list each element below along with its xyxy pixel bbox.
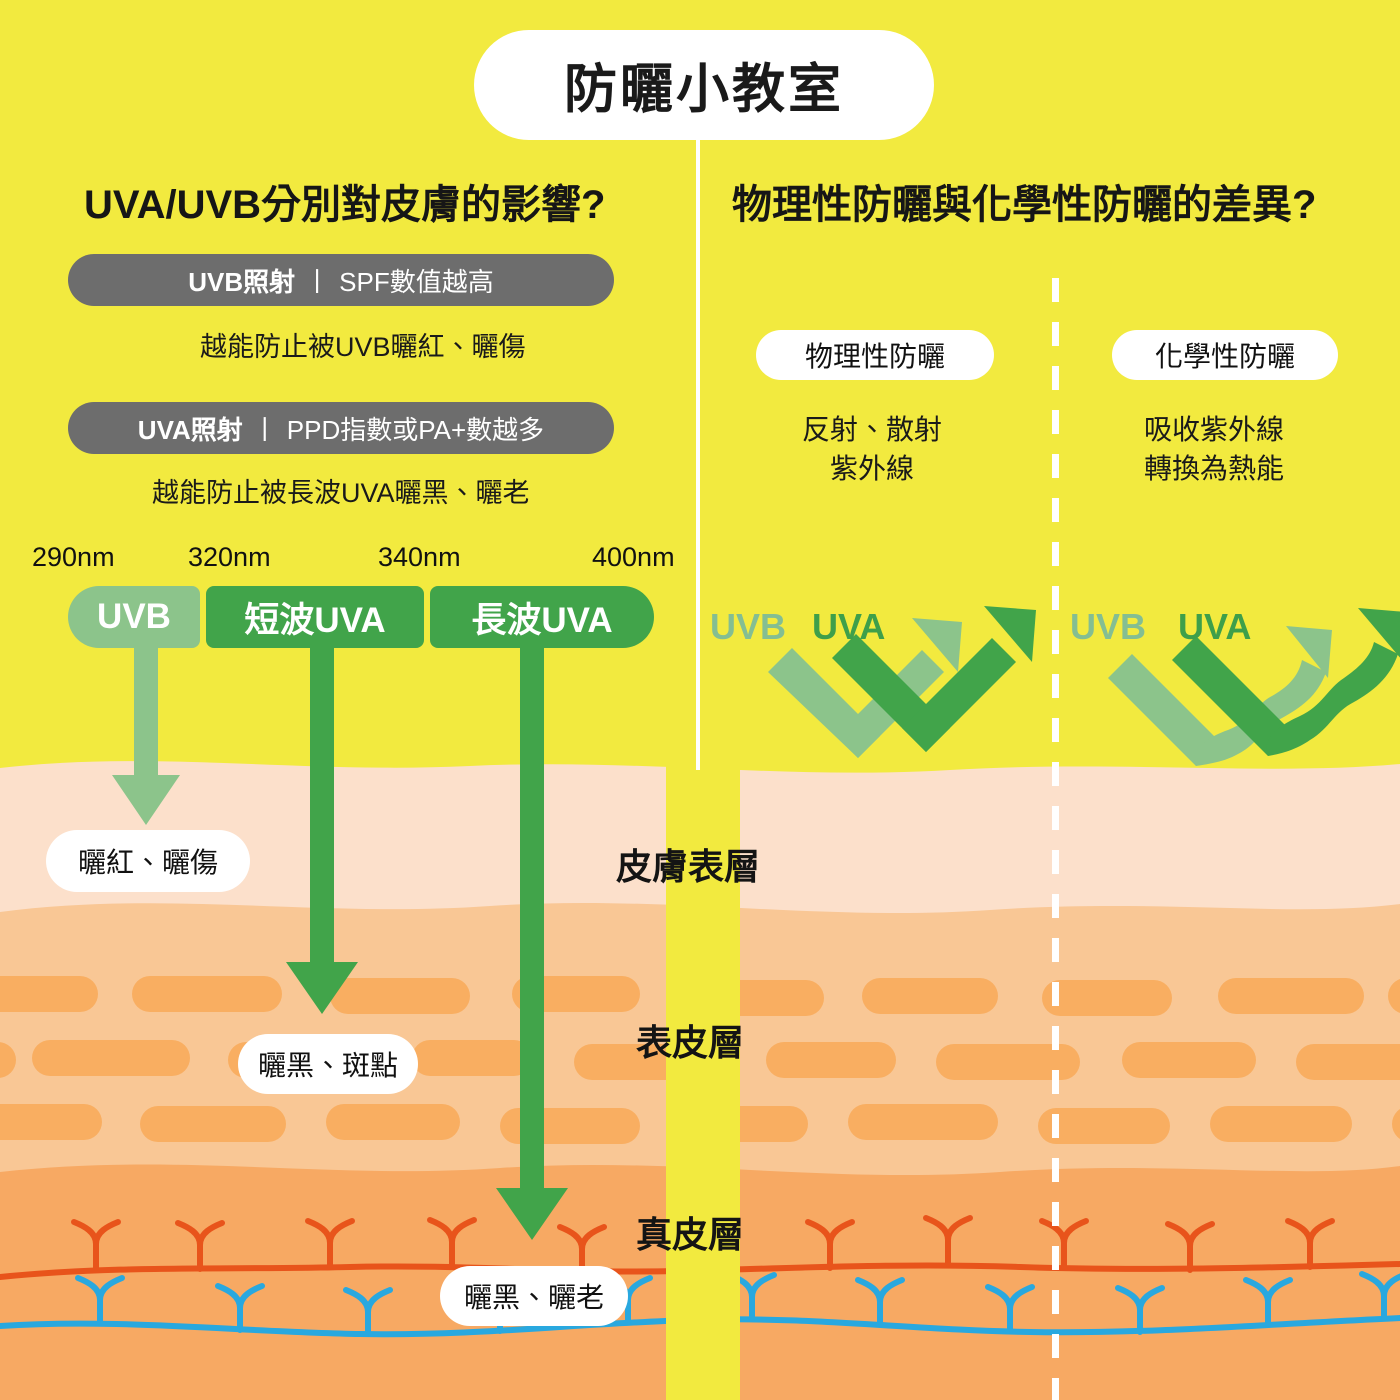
- wavelength-290: 290nm: [32, 542, 115, 572]
- page-title: 防曬小教室: [564, 60, 844, 119]
- uva-pill-separator: 丨: [251, 414, 278, 445]
- uvb-spf-pill: UVB照射 丨 SPF數值越高: [68, 254, 614, 306]
- short-uva-ray-arrow: [286, 590, 358, 1014]
- wavelength-320: 320nm: [188, 542, 271, 572]
- band-tag-short-uva: 短波UVA: [206, 586, 424, 648]
- physical-sunscreen-description: 反射、散射 紫外線: [802, 410, 942, 488]
- uvb-ray-arrow: [112, 590, 180, 825]
- chemical-uvb-label: UVB: [1070, 606, 1147, 647]
- band-tag-long-uva: 長波UVA: [430, 586, 654, 648]
- chemical-sunscreen-description: 吸收紫外線 轉換為熱能: [1144, 410, 1284, 488]
- physical-uva-label: UVA: [812, 606, 886, 647]
- uva-pill-bold: UVA照射: [137, 414, 243, 445]
- physical-chemical-dashed-divider: [1052, 278, 1059, 1400]
- yellow-center-column: [666, 740, 740, 1400]
- uvb-note: 越能防止被UVB曬紅、曬傷: [200, 332, 526, 362]
- physical-desc-line1: 反射、散射: [802, 414, 943, 445]
- skin-layer-label-surface: 皮膚表層: [616, 846, 761, 887]
- callout-aging: 曬黑、曬老: [440, 1266, 628, 1326]
- chemical-desc-line1: 吸收紫外線: [1144, 414, 1285, 445]
- chemical-uva-wavy-arrow: [1172, 608, 1400, 756]
- uva-ppd-pill: UVA照射 丨 PPD指數或PA+數越多: [68, 402, 614, 454]
- chemical-uva-label: UVA: [1178, 606, 1252, 647]
- uvb-pill-text: SPF數值越高: [339, 266, 494, 297]
- physical-sunscreen-pill: 物理性防曬: [756, 330, 994, 380]
- wavelength-340: 340nm: [378, 542, 461, 572]
- uva-note: 越能防止被長波UVA曬黑、曬老: [152, 478, 530, 508]
- physical-uvb-label: UVB: [710, 606, 787, 647]
- skin-layer-label-epidermis: 表皮層: [636, 1022, 745, 1063]
- physical-uva-bounce-arrow: [832, 606, 1036, 752]
- uvb-pill-separator: 丨: [304, 266, 331, 297]
- uvb-pill-bold: UVB照射: [188, 266, 296, 297]
- band-tag-uvb: UVB: [68, 586, 200, 648]
- wavelength-400: 400nm: [592, 542, 675, 572]
- chemical-desc-line2: 轉換為熱能: [1144, 453, 1285, 485]
- right-section-heading: 物理性防曬與化學性防曬的差異?: [732, 183, 1317, 227]
- left-section-heading: UVA/UVB分別對皮膚的影響?: [84, 183, 606, 227]
- skin-layer-label-dermis: 真皮層: [636, 1214, 745, 1255]
- long-uva-ray-arrow: [496, 590, 568, 1240]
- callout-sunburn: 曬紅、曬傷: [46, 830, 250, 892]
- callout-pigmentation: 曬黑、斑點: [238, 1034, 418, 1094]
- page-title-pill: 防曬小教室: [474, 30, 934, 140]
- section-divider-line: [696, 120, 700, 770]
- chemical-sunscreen-pill: 化學性防曬: [1112, 330, 1338, 380]
- physical-desc-line2: 紫外線: [830, 453, 915, 485]
- uva-pill-text: PPD指數或PA+數越多: [286, 414, 545, 445]
